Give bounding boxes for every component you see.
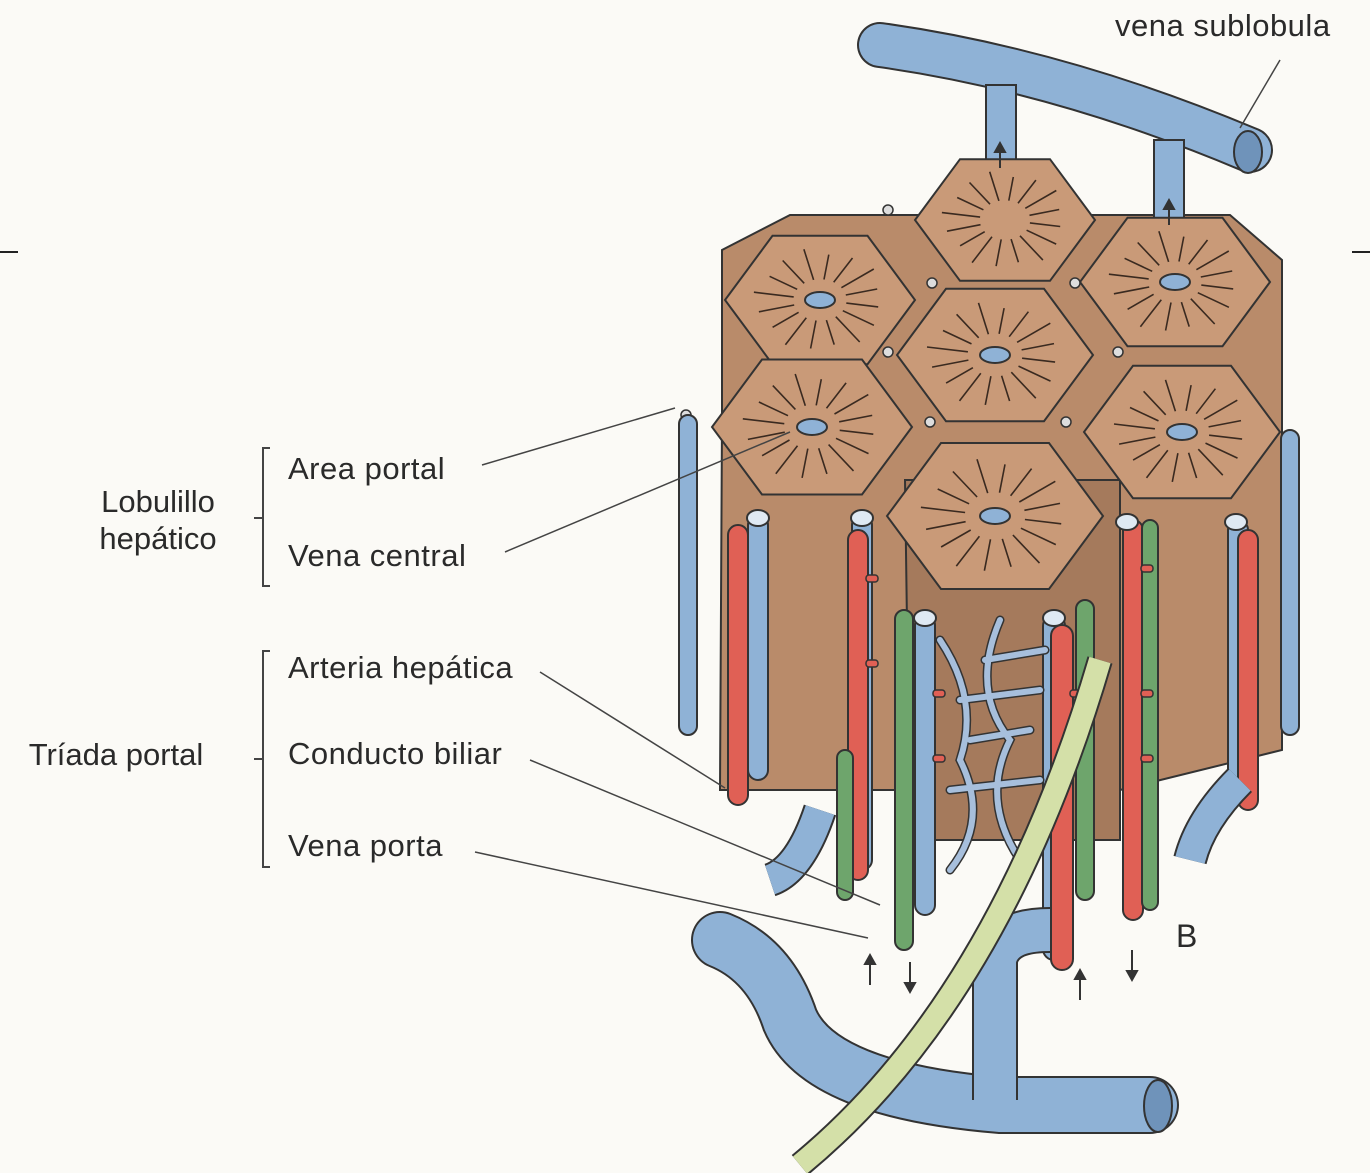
portal-node	[1113, 347, 1123, 357]
artery-4	[1123, 520, 1143, 920]
brace-triada	[262, 650, 272, 868]
bile-duct-4	[1142, 520, 1158, 910]
label-vena-sublobulillar: vena sublobula	[1115, 10, 1331, 41]
portal-node	[883, 205, 893, 215]
central-vein	[1167, 424, 1197, 440]
portal-node	[1061, 417, 1071, 427]
group-triada-portal: Tríada portal	[10, 736, 222, 773]
central-vein	[980, 347, 1010, 363]
vein-3	[915, 615, 935, 915]
label-arteria-hepatica: Arteria hepática	[288, 652, 513, 683]
bile-duct-1	[895, 610, 913, 950]
vein-right-edge	[1281, 430, 1299, 735]
vessel-cap	[1225, 514, 1247, 530]
central-vein	[980, 508, 1010, 524]
bile-duct-2	[837, 750, 853, 900]
arteriole-branch	[933, 690, 945, 697]
vessel-cap	[1043, 610, 1065, 626]
panel-letter: B	[1176, 920, 1198, 952]
central-vein	[797, 419, 827, 435]
arteriole-branch	[1141, 690, 1153, 697]
vessel-cap	[1116, 514, 1138, 530]
vessel-cap	[851, 510, 873, 526]
arteriole-branch	[1141, 755, 1153, 762]
central-vein	[805, 292, 835, 308]
vein-left-edge	[679, 415, 697, 735]
artery-1	[728, 525, 748, 805]
artery-5	[1238, 530, 1258, 810]
arteriole-branch	[866, 575, 878, 582]
portal-node	[1070, 278, 1080, 288]
central-vein	[1160, 274, 1190, 290]
portal-node	[925, 417, 935, 427]
portal-node	[927, 278, 937, 288]
arteriole-branch	[933, 755, 945, 762]
label-area-portal: Area portal	[288, 453, 445, 484]
label-vena-central: Vena central	[288, 540, 466, 571]
arteriole-branch	[866, 660, 878, 667]
brace-lobulillo	[262, 447, 272, 587]
vessel-cap	[747, 510, 769, 526]
label-conducto-biliar: Conducto biliar	[288, 738, 502, 769]
label-vena-porta: Vena porta	[288, 830, 443, 861]
portal-node	[883, 347, 893, 357]
group-lobulillo-hepatico: Lobulillo hepático	[78, 483, 238, 557]
arteriole-branch	[1141, 565, 1153, 572]
vein-1	[748, 515, 768, 780]
vessel-cap	[914, 610, 936, 626]
